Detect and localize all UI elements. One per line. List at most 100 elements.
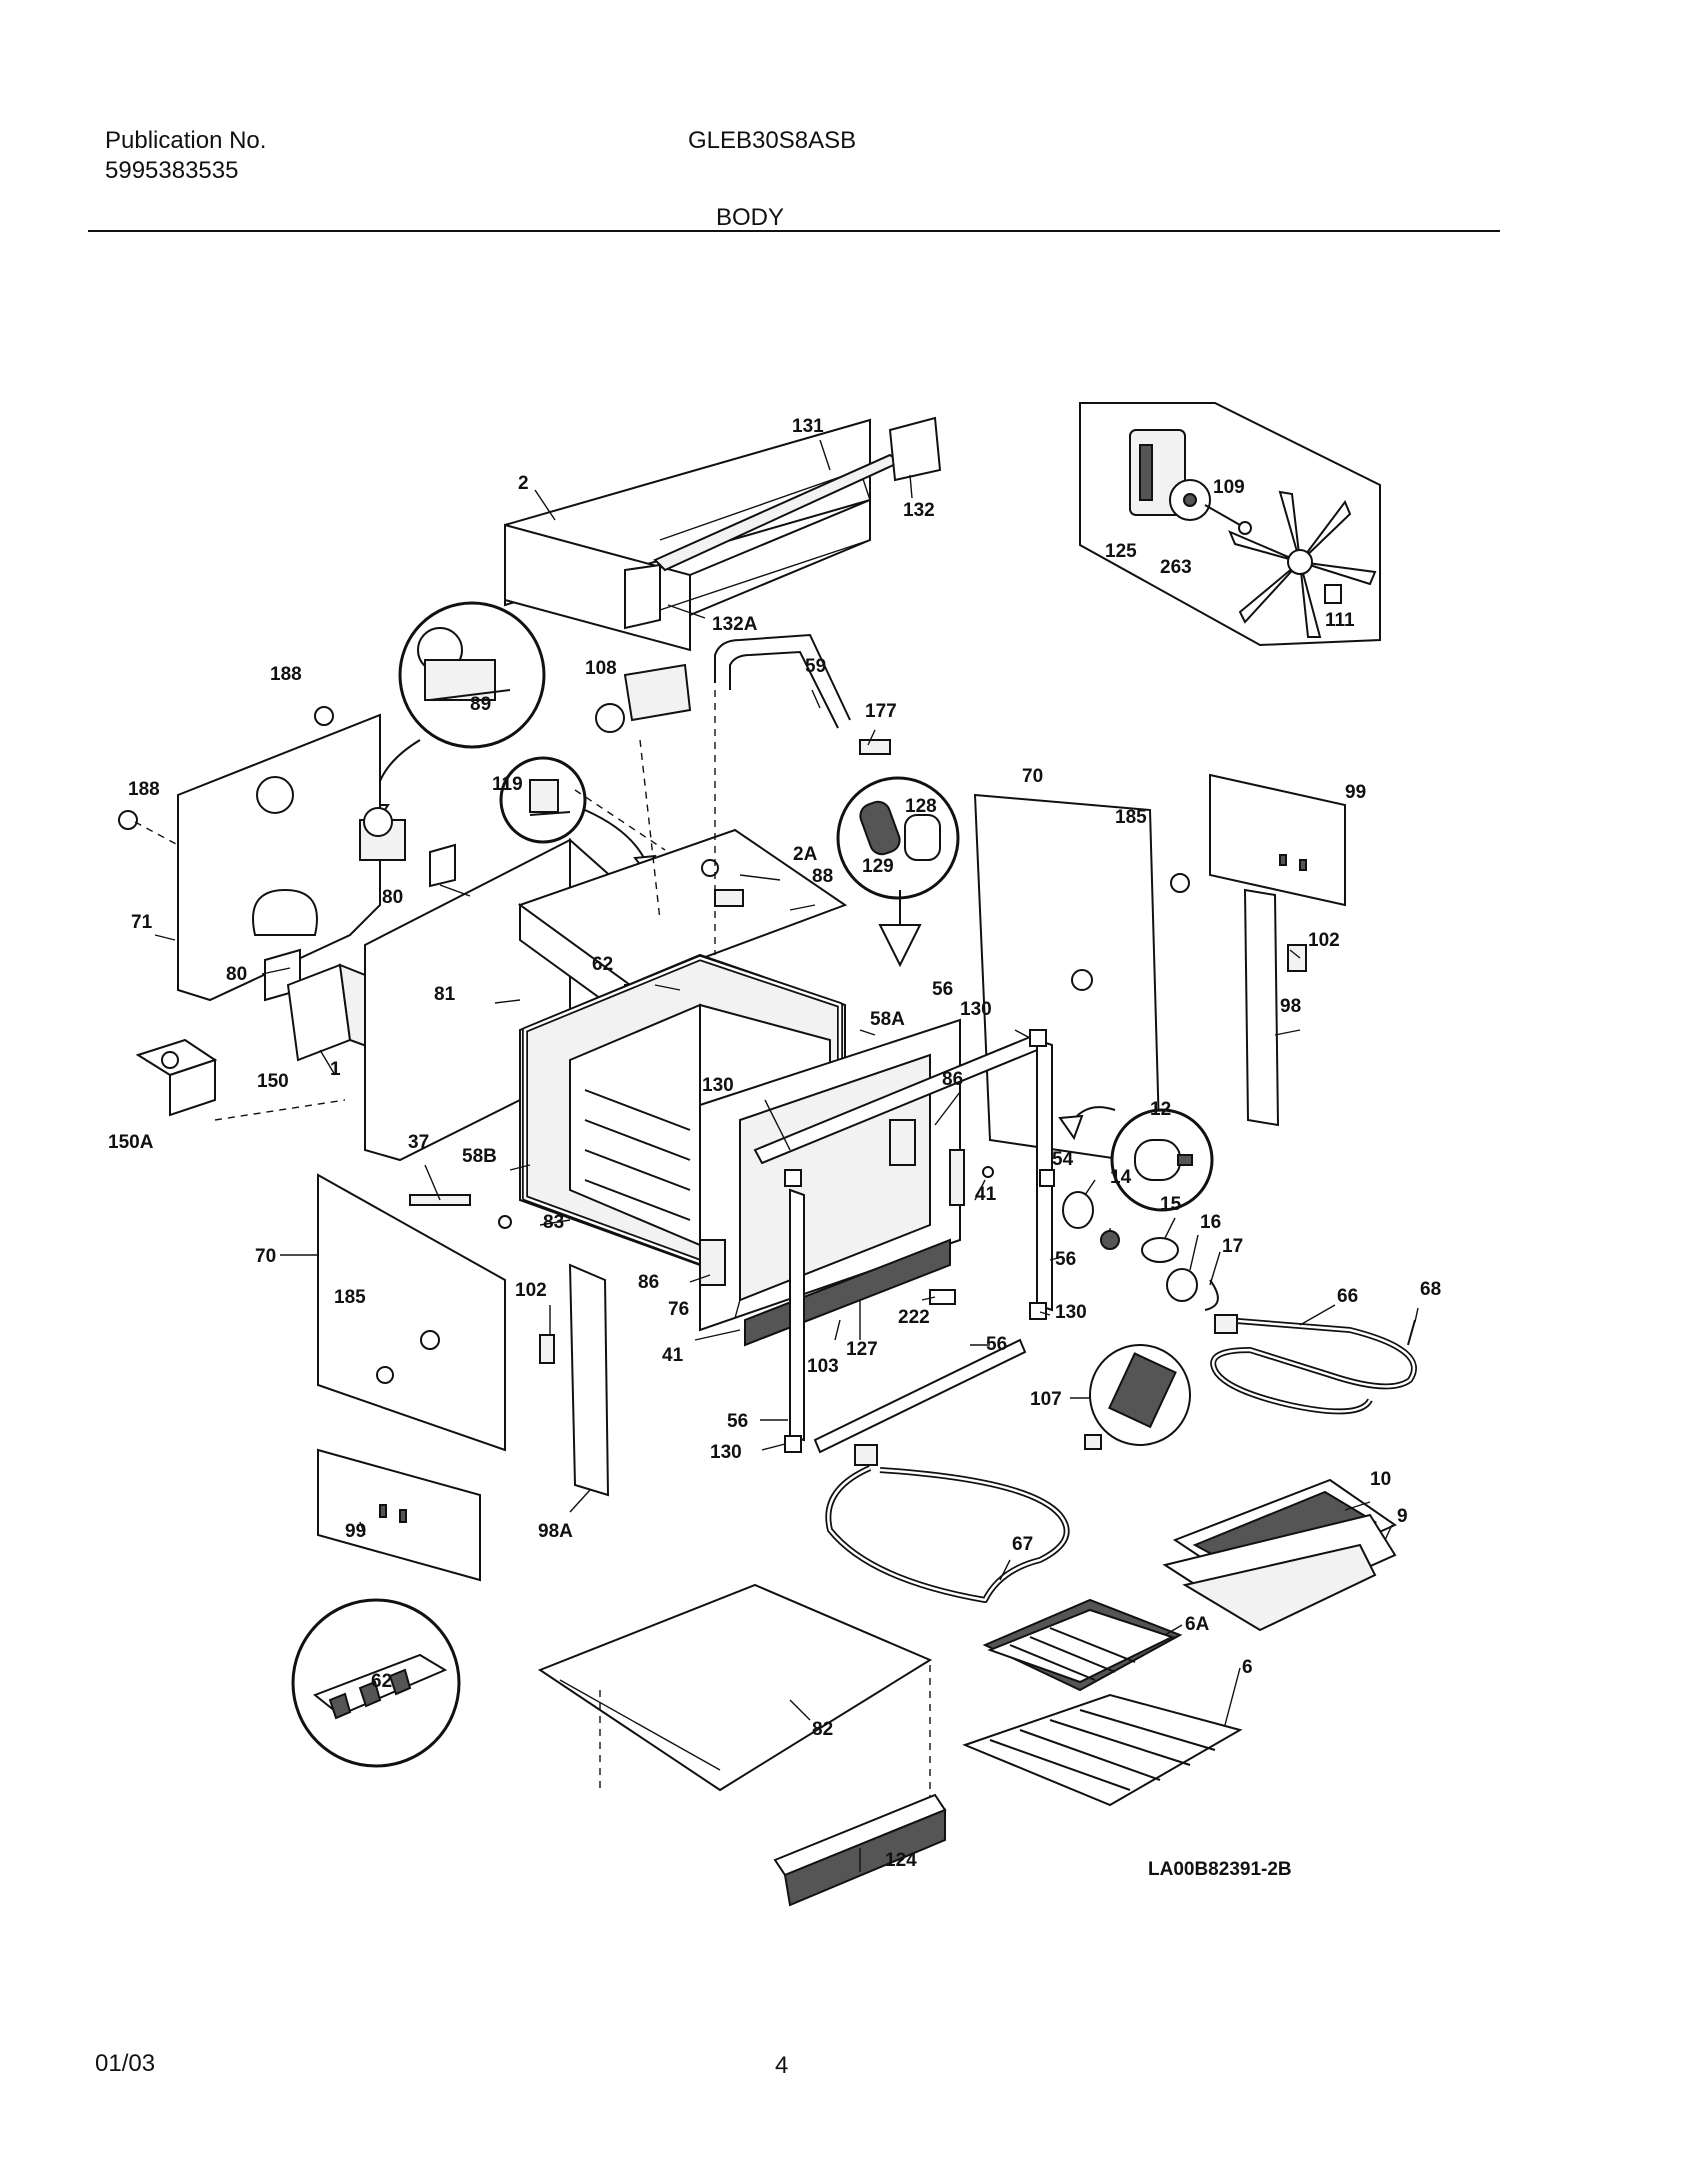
kickplate-vent [773, 1793, 947, 1907]
convection-fan-inset [1079, 402, 1381, 647]
callout-82: 82 [812, 1719, 833, 1740]
callout-86-bottom: 86 [638, 1272, 659, 1293]
callout-10: 10 [1370, 1469, 1391, 1490]
callout-127: 127 [846, 1339, 878, 1360]
callout-130-right: 130 [1055, 1302, 1087, 1323]
callout-130-bottom: 130 [710, 1442, 742, 1463]
callout-56-lower: 56 [986, 1334, 1007, 1355]
callout-102-right: 102 [1308, 930, 1340, 951]
callout-6: 6 [1242, 1657, 1253, 1678]
callout-131: 131 [792, 416, 824, 437]
callout-62-top: 62 [592, 954, 613, 975]
callout-67: 67 [1012, 1534, 1033, 1555]
callout-177: 177 [865, 701, 897, 722]
callout-83: 83 [543, 1212, 564, 1233]
callout-76: 76 [668, 1299, 689, 1320]
thermostat-inset [360, 601, 546, 827]
callout-81: 81 [434, 984, 456, 1005]
transformer-part [135, 963, 374, 1121]
side-bracket-98A [539, 1263, 610, 1497]
callout-54: 54 [1052, 1149, 1074, 1170]
trim-strips-56 [753, 1029, 1055, 1454]
callout-109: 109 [1213, 477, 1245, 498]
callout-12: 12 [1150, 1099, 1171, 1120]
callout-102-left: 102 [515, 1280, 547, 1301]
callout-70-bottom: 70 [255, 1246, 276, 1267]
side-panel-70-left [317, 1173, 512, 1452]
callout-188-left: 188 [128, 779, 160, 800]
callout-17: 17 [1222, 1236, 1243, 1257]
callout-185-bottom: 185 [334, 1287, 366, 1308]
callout-41-left: 41 [662, 1345, 684, 1366]
callout-107: 107 [1030, 1389, 1062, 1410]
callout-68: 68 [1420, 1279, 1441, 1300]
callout-103: 103 [807, 1356, 839, 1377]
callout-14: 14 [1110, 1167, 1132, 1188]
callout-58A: 58A [870, 1009, 905, 1030]
callout-98A: 98A [538, 1521, 573, 1542]
callout-86-top: 86 [942, 1069, 963, 1090]
callout-124: 124 [885, 1850, 917, 1871]
diagram-code: LA00B82391-2B [1148, 1859, 1292, 1880]
callout-125: 125 [1105, 541, 1137, 562]
callout-59: 59 [805, 656, 826, 677]
broil-element [1210, 1314, 1417, 1415]
bake-element [825, 1444, 1070, 1603]
callout-6A: 6A [1185, 1614, 1210, 1635]
callout-111: 111 [1325, 610, 1355, 631]
callout-108: 108 [585, 658, 617, 679]
callout-2: 2 [518, 473, 529, 494]
callout-132A: 132A [712, 614, 758, 635]
model-number: GLEB30S8ASB [688, 127, 857, 154]
header-rule [88, 230, 1500, 232]
leader-lines [154, 439, 1419, 1872]
oven-light-assembly [1062, 1191, 1219, 1311]
blower-and-duct [595, 633, 891, 955]
callout-88: 88 [812, 866, 833, 887]
callout-2A: 2A [793, 844, 818, 865]
light-socket-inset [836, 776, 960, 968]
callout-15: 15 [1160, 1194, 1182, 1215]
callout-222: 222 [898, 1307, 930, 1328]
convection-cover [1084, 1344, 1191, 1450]
callout-71: 71 [131, 912, 153, 933]
hinge-bracket-86 [699, 1119, 994, 1286]
callout-263: 263 [1160, 557, 1192, 578]
callout-66: 66 [1337, 1286, 1358, 1307]
callout-119: 119 [492, 774, 523, 795]
callout-129: 129 [862, 856, 894, 877]
top-cover-part [504, 416, 942, 652]
callout-62-inset: 62 [371, 1671, 392, 1692]
callout-99-top: 99 [1345, 782, 1366, 803]
callout-labels: 131 2 132 132A 125 109 263 111 188 188 8… [108, 416, 1441, 1880]
callout-89: 89 [470, 694, 491, 715]
callout-16: 16 [1200, 1212, 1221, 1233]
callout-128: 128 [905, 796, 937, 817]
callout-37: 37 [408, 1132, 429, 1153]
callout-185-top: 185 [1115, 807, 1147, 828]
publication-label: Publication No. [105, 127, 267, 154]
control-board-99 [1209, 773, 1346, 907]
terminal-block-inset [291, 1598, 461, 1768]
callout-130-top: 130 [960, 999, 992, 1020]
section-title: BODY [716, 204, 785, 231]
footer-date: 01/03 [95, 2050, 156, 2077]
callout-41-right: 41 [975, 1184, 997, 1205]
callout-56-left: 56 [727, 1411, 748, 1432]
callout-150A: 150A [108, 1132, 154, 1153]
callout-56-right: 56 [1055, 1249, 1076, 1270]
callout-1: 1 [330, 1059, 341, 1080]
callout-188-top: 188 [270, 664, 302, 685]
callout-150: 150 [257, 1071, 289, 1092]
callout-70-top: 70 [1022, 766, 1043, 787]
publication-number: 5995383535 [105, 157, 239, 184]
broil-pan [1162, 1478, 1398, 1632]
callout-98: 98 [1280, 996, 1301, 1017]
callout-132: 132 [903, 500, 935, 521]
callout-80-top: 80 [382, 887, 403, 908]
callout-58B: 58B [462, 1146, 497, 1167]
left-side-panel [118, 706, 381, 1002]
fan-motor-inset [1058, 1106, 1214, 1212]
oven-racks [962, 1598, 1243, 1807]
